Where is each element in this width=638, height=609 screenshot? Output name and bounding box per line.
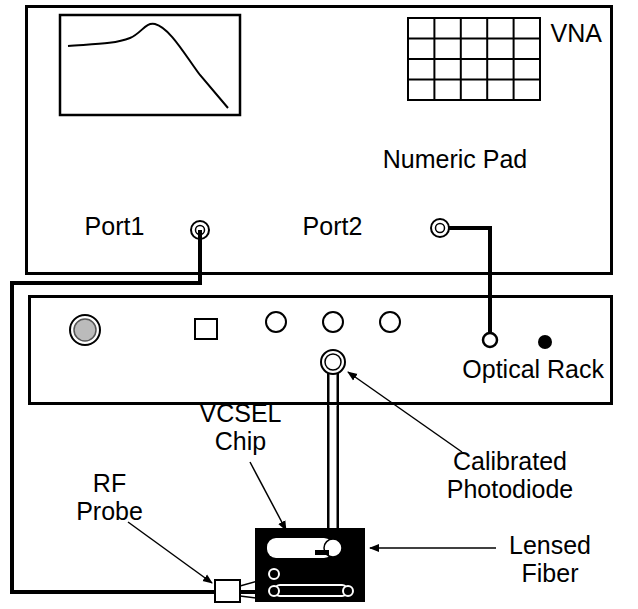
- numeric-pad: [408, 18, 540, 100]
- optical-fiber: [333, 403, 334, 540]
- rf-cable: [490, 275, 491, 295]
- port-label: Port1: [62, 213, 167, 241]
- leader-arrow: [250, 462, 286, 530]
- leader-arrow: [128, 522, 212, 583]
- chip-label: VCSEL Chip: [193, 400, 288, 455]
- part-label: RF Probe: [62, 470, 157, 525]
- rack-button: [380, 312, 400, 332]
- rack-knob: [70, 315, 100, 345]
- vcsel-chip: VCSEL Chip: [255, 528, 365, 602]
- rack-indicator: [538, 335, 552, 349]
- rack-rf-port: [483, 333, 497, 347]
- part-label: Calibrated Photodiode: [425, 448, 595, 503]
- fiber: [330, 372, 337, 406]
- port-label: Port2: [280, 213, 385, 241]
- port-connector: [431, 219, 449, 237]
- part-label: Lensed Fiber: [500, 532, 600, 587]
- cable: [448, 228, 490, 275]
- rack-button: [323, 312, 343, 332]
- rack-switch: [195, 319, 217, 339]
- response-curve: [68, 24, 228, 108]
- chip-detail: [255, 528, 365, 602]
- pad-label: Numeric Pad: [345, 146, 565, 174]
- optical-rack: Optical Rack: [28, 295, 613, 405]
- instrument-label: VNA: [551, 20, 602, 48]
- screen: [60, 15, 240, 115]
- cable: [488, 295, 492, 333]
- leader-arrow: [348, 372, 462, 452]
- leader-arrow: [370, 547, 496, 549]
- cable: [198, 230, 202, 275]
- fiber: [327, 372, 339, 405]
- photodiode: [321, 350, 345, 374]
- rack-button: [266, 312, 286, 332]
- rack-label: Optical Rack: [462, 356, 604, 384]
